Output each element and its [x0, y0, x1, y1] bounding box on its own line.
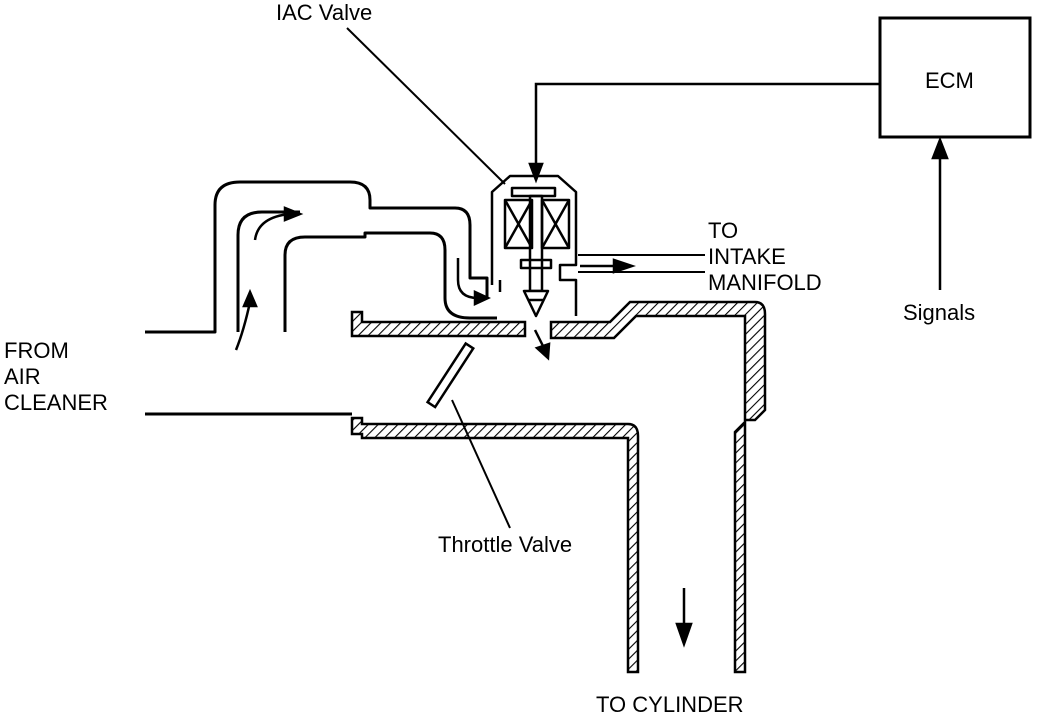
lower-flange-wall — [350, 416, 640, 674]
ecm-to-iac-line — [534, 82, 880, 172]
plunger-collar — [519, 258, 553, 270]
throttle-valve-label: Throttle Valve — [438, 532, 572, 557]
throttle-body — [145, 300, 767, 674]
control-lines — [346, 27, 949, 529]
bypass-outer-wall — [145, 180, 489, 334]
from-air-label-line1: FROM — [4, 338, 69, 363]
signals-label: Signals — [903, 300, 975, 325]
throttle-leader-line — [451, 399, 511, 529]
bypass-passage — [145, 180, 497, 334]
solenoid-coil-left — [503, 198, 534, 250]
iac-valve-assembly — [490, 174, 578, 318]
ecm-box — [878, 16, 1032, 139]
ecm-label: ECM — [925, 68, 974, 93]
to-intake-label-line1: TO — [708, 218, 738, 243]
bypass-middle-wall — [236, 210, 300, 332]
upper-wall-right — [549, 300, 767, 422]
to-cylinder-label: TO CYLINDER — [596, 692, 744, 716]
throttle-valve-plate — [425, 341, 475, 409]
to-intake-label-line2: INTAKE — [708, 244, 786, 269]
flow-arrows — [234, 206, 693, 648]
to-intake-label-line3: MANIFOLD — [708, 270, 822, 295]
iac-housing — [490, 174, 578, 316]
pintle-valve — [522, 289, 550, 318]
from-air-label-line2: AIR — [4, 364, 41, 389]
bypass-inner-wall — [283, 231, 497, 332]
from-air-label-line3: CLEANER — [4, 390, 108, 415]
upper-flange — [350, 310, 527, 338]
iac-valve-label: IAC Valve — [276, 0, 372, 25]
right-duct-wall — [733, 418, 747, 674]
iac-leader-line — [346, 27, 506, 185]
